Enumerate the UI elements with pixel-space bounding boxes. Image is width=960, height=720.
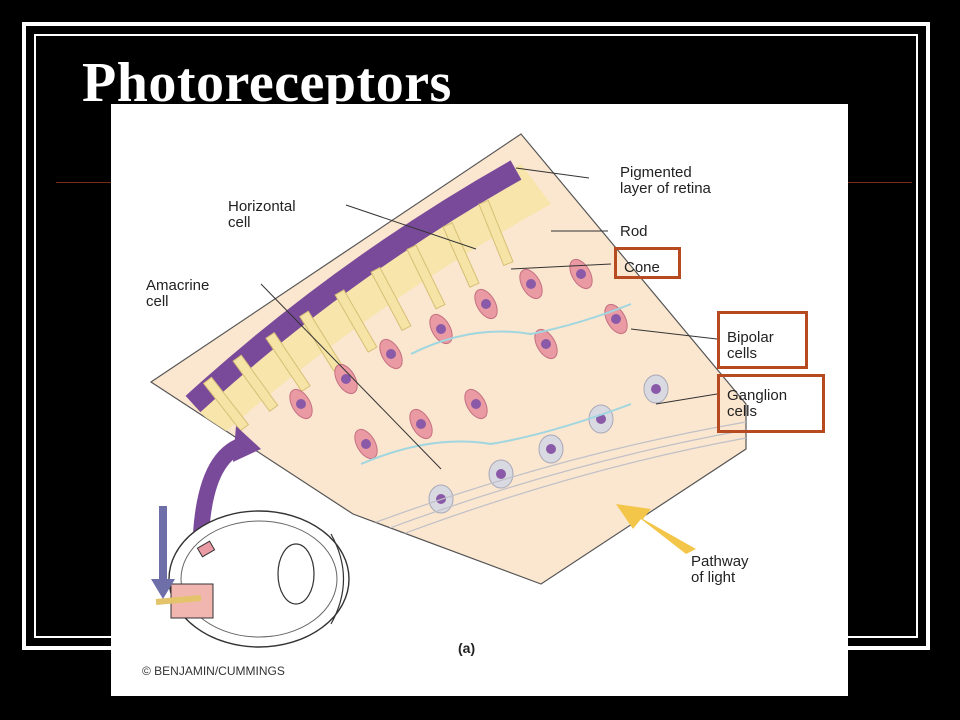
nerve-fibers <box>370 421 746 541</box>
label-pathway-of-light: Pathway of light <box>691 553 749 586</box>
orientation-arrow-head <box>151 579 175 599</box>
label-ganglion-cells: Ganglion cells <box>727 387 788 420</box>
rod-cells <box>202 199 514 432</box>
bipolar-highlight-box <box>717 311 808 369</box>
copyright-credit: © BENJAMIN/CUMMINGS <box>142 664 285 678</box>
label-rod: Rod <box>620 223 648 240</box>
horizontal-amacrine-processes <box>360 303 632 465</box>
slide-title: Photoreceptors <box>82 52 452 114</box>
label-amacrine-cell: Amacrine cell <box>146 277 210 310</box>
retina-diagram: Pigmented layer of retina Horizontal cel… <box>111 104 848 696</box>
panel-label: (a) <box>458 640 476 656</box>
title-rule-right <box>848 182 912 183</box>
eye-sketch <box>155 510 350 648</box>
label-horizontal-cell: Horizontal cell <box>228 198 296 231</box>
title-rule-left <box>56 182 112 183</box>
retina-illustration <box>149 133 747 648</box>
pigmented-layer <box>185 160 522 413</box>
label-leader-lines <box>260 167 718 470</box>
label-cone: Cone <box>624 259 660 276</box>
label-bipolar-cells: Bipolar cells <box>727 329 774 362</box>
cell-nuclei <box>296 269 621 449</box>
cone-highlight-box <box>614 247 681 279</box>
ganglion-highlight-box <box>717 374 825 433</box>
label-pigmented-layer: Pigmented layer of retina <box>620 164 711 197</box>
light-direction-arrow <box>616 504 696 554</box>
